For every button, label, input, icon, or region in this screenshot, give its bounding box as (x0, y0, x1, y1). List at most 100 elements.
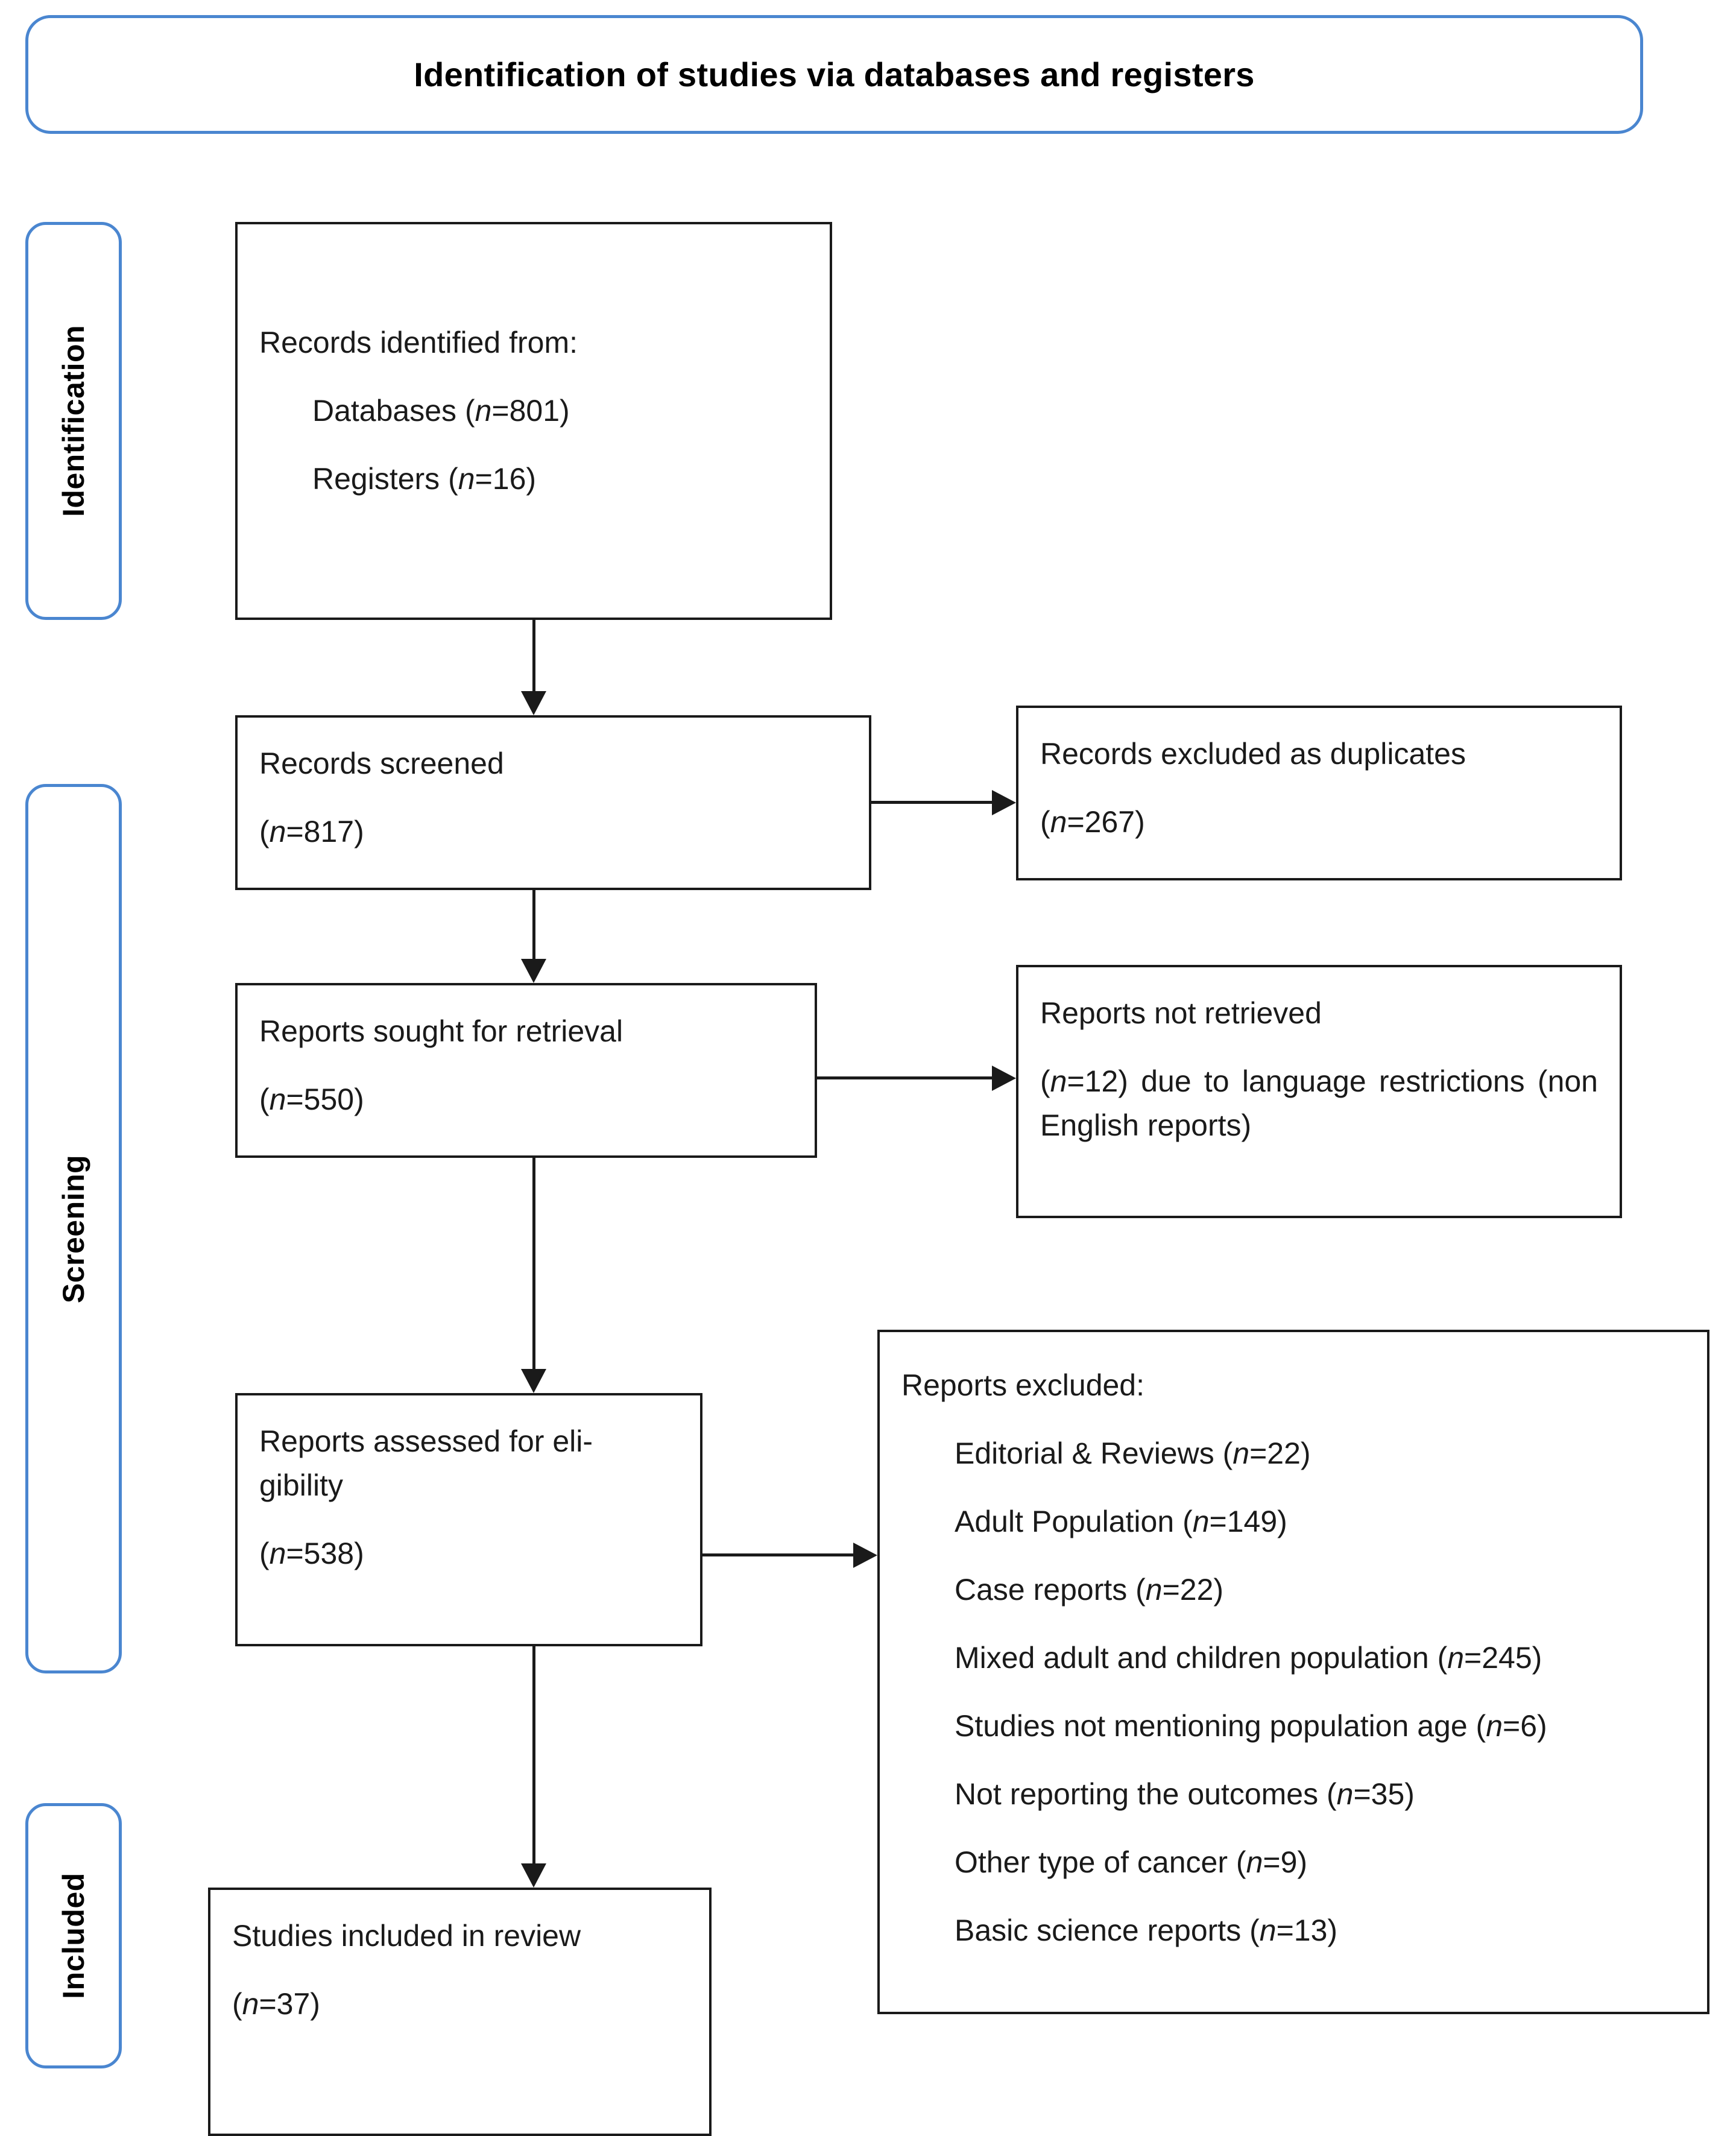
reports-excluded-reason: Studies not mentioning population age (n… (901, 1704, 1685, 1748)
paren-open: ( (1040, 1064, 1050, 1098)
node-studies-included: Studies included in review (n=37) (208, 1888, 712, 2136)
n-symbol: n (1447, 1641, 1465, 1675)
connector-assessed-to-included (532, 1646, 535, 1863)
paren-open: ( (1182, 1505, 1193, 1538)
registers-count: =16) (475, 462, 537, 496)
node-reports-excluded: Reports excluded: Editorial & Reviews (n… (877, 1330, 1709, 2014)
n-symbol: n (1050, 1064, 1067, 1098)
n-symbol: n (242, 1987, 259, 2021)
stage-label-screening: Screening (57, 1154, 90, 1303)
reports-excluded-reason: Adult Population (n=149) (901, 1500, 1685, 1544)
reports-not-retrieved-detail: (n=12) due to language restrictions (non… (1040, 1060, 1598, 1148)
records-identified-databases: Databases (n=801) (259, 389, 808, 433)
paren-open: ( (448, 462, 458, 496)
count-value: =817) (286, 815, 364, 848)
node-records-screened: Records screened (n=817) (235, 715, 871, 890)
count-value: =37) (259, 1987, 320, 2021)
reports-excluded-reason: Basic science reports (n=13) (901, 1909, 1685, 1953)
count-value: =267) (1067, 805, 1145, 839)
reason-label: Editorial & Reviews (955, 1436, 1214, 1470)
arrowhead-sought-to-not-retrieved (992, 1066, 1016, 1091)
paren-open: ( (1236, 1845, 1246, 1879)
paren-open: ( (1249, 1913, 1260, 1947)
reason-count: =22) (1162, 1573, 1224, 1607)
header-banner: Identification of studies via databases … (25, 15, 1643, 134)
paren-open: ( (259, 1082, 270, 1116)
reports-excluded-reason: Case reports (n=22) (901, 1568, 1685, 1612)
reports-sought-count: (n=550) (259, 1078, 793, 1122)
paren-open: ( (1327, 1777, 1337, 1811)
reason-count: =6) (1503, 1709, 1547, 1743)
reason-label: Case reports (955, 1573, 1128, 1607)
paren-open: ( (232, 1987, 242, 2021)
count-value: =538) (286, 1537, 364, 1570)
node-records-excluded-duplicates: Records excluded as duplicates (n=267) (1016, 706, 1622, 880)
records-excluded-duplicates-count: (n=267) (1040, 800, 1598, 844)
n-symbol: n (1192, 1505, 1210, 1538)
reports-assessed-title-line1: Reports assessed for eli- (259, 1424, 593, 1458)
databases-count: =801) (491, 394, 570, 428)
n-symbol: n (1233, 1436, 1250, 1470)
reports-excluded-reason: Other type of cancer (n=9) (901, 1841, 1685, 1885)
n-symbol: n (1259, 1913, 1277, 1947)
paren-open: ( (259, 1537, 270, 1570)
studies-included-title: Studies included in review (232, 1919, 581, 1953)
paren-open: ( (1040, 805, 1050, 839)
connector-sought-to-assessed (532, 1158, 535, 1369)
registers-label: Registers (312, 462, 440, 496)
connector-assessed-to-excluded (702, 1553, 853, 1556)
paren-open: ( (1135, 1573, 1146, 1607)
reason-label: Mixed adult and children population (955, 1641, 1429, 1675)
page-title: Identification of studies via databases … (414, 55, 1255, 93)
records-screened-count: (n=817) (259, 810, 847, 854)
node-reports-not-retrieved: Reports not retrieved (n=12) due to lang… (1016, 965, 1622, 1218)
reason-label: Basic science reports (955, 1913, 1242, 1947)
n-symbol: n (458, 462, 475, 496)
reason-label: Adult Population (955, 1505, 1175, 1538)
reason-label: Not reporting the outcomes (955, 1777, 1319, 1811)
arrowhead-assessed-to-included (521, 1863, 546, 1888)
stage-label-included: Included (57, 1872, 91, 1999)
reason-count: =22) (1249, 1436, 1311, 1470)
connector-screened-to-sought (532, 890, 535, 959)
n-symbol: n (1050, 805, 1067, 839)
reports-excluded-reason: Not reporting the outcomes (n=35) (901, 1772, 1685, 1816)
arrowhead-screened-to-sought (521, 959, 546, 983)
paren-open: ( (259, 815, 270, 848)
reports-excluded-reason: Editorial & Reviews (n=22) (901, 1432, 1685, 1476)
detail-text: =12) due to language restrictions (non E… (1040, 1064, 1598, 1142)
stage-rail-included: Included (25, 1803, 122, 2068)
node-records-identified: Records identified from: Databases (n=80… (235, 222, 832, 620)
node-reports-sought: Reports sought for retrieval (n=550) (235, 983, 817, 1158)
paren-open: ( (1437, 1641, 1448, 1675)
stage-rail-identification: Identification (25, 222, 122, 620)
n-symbol: n (1246, 1845, 1263, 1879)
n-symbol: n (269, 1537, 286, 1570)
n-symbol: n (269, 1082, 286, 1116)
reports-sought-title: Reports sought for retrieval (259, 1014, 623, 1048)
reason-count: =13) (1276, 1913, 1338, 1947)
node-reports-assessed: Reports assessed for eli- gibility (n=53… (235, 1393, 702, 1646)
n-symbol: n (269, 815, 286, 848)
reason-count: =35) (1353, 1777, 1415, 1811)
reports-assessed-title-line2: gibility (259, 1468, 343, 1502)
arrowhead-identified-to-screened (521, 691, 546, 715)
reports-assessed-count: (n=538) (259, 1532, 678, 1576)
records-identified-title: Records identified from: (259, 326, 578, 359)
n-symbol: n (1336, 1777, 1354, 1811)
paren-open: ( (1476, 1709, 1486, 1743)
connector-identified-to-screened (532, 620, 535, 691)
n-symbol: n (1145, 1573, 1163, 1607)
connector-screened-to-duplicates (871, 801, 992, 804)
stage-label-identification: Identification (57, 324, 91, 517)
reason-count: =245) (1464, 1641, 1542, 1675)
stage-rail-screening: Screening (25, 784, 122, 1673)
reason-label: Other type of cancer (955, 1845, 1228, 1879)
studies-included-count: (n=37) (232, 1982, 687, 2026)
reason-label: Studies not mentioning population age (955, 1709, 1468, 1743)
records-excluded-duplicates-title: Records excluded as duplicates (1040, 737, 1466, 771)
reason-count: =149) (1209, 1505, 1287, 1538)
reports-excluded-reason: Mixed adult and children population (n=2… (901, 1636, 1685, 1680)
reason-count: =9) (1263, 1845, 1308, 1879)
